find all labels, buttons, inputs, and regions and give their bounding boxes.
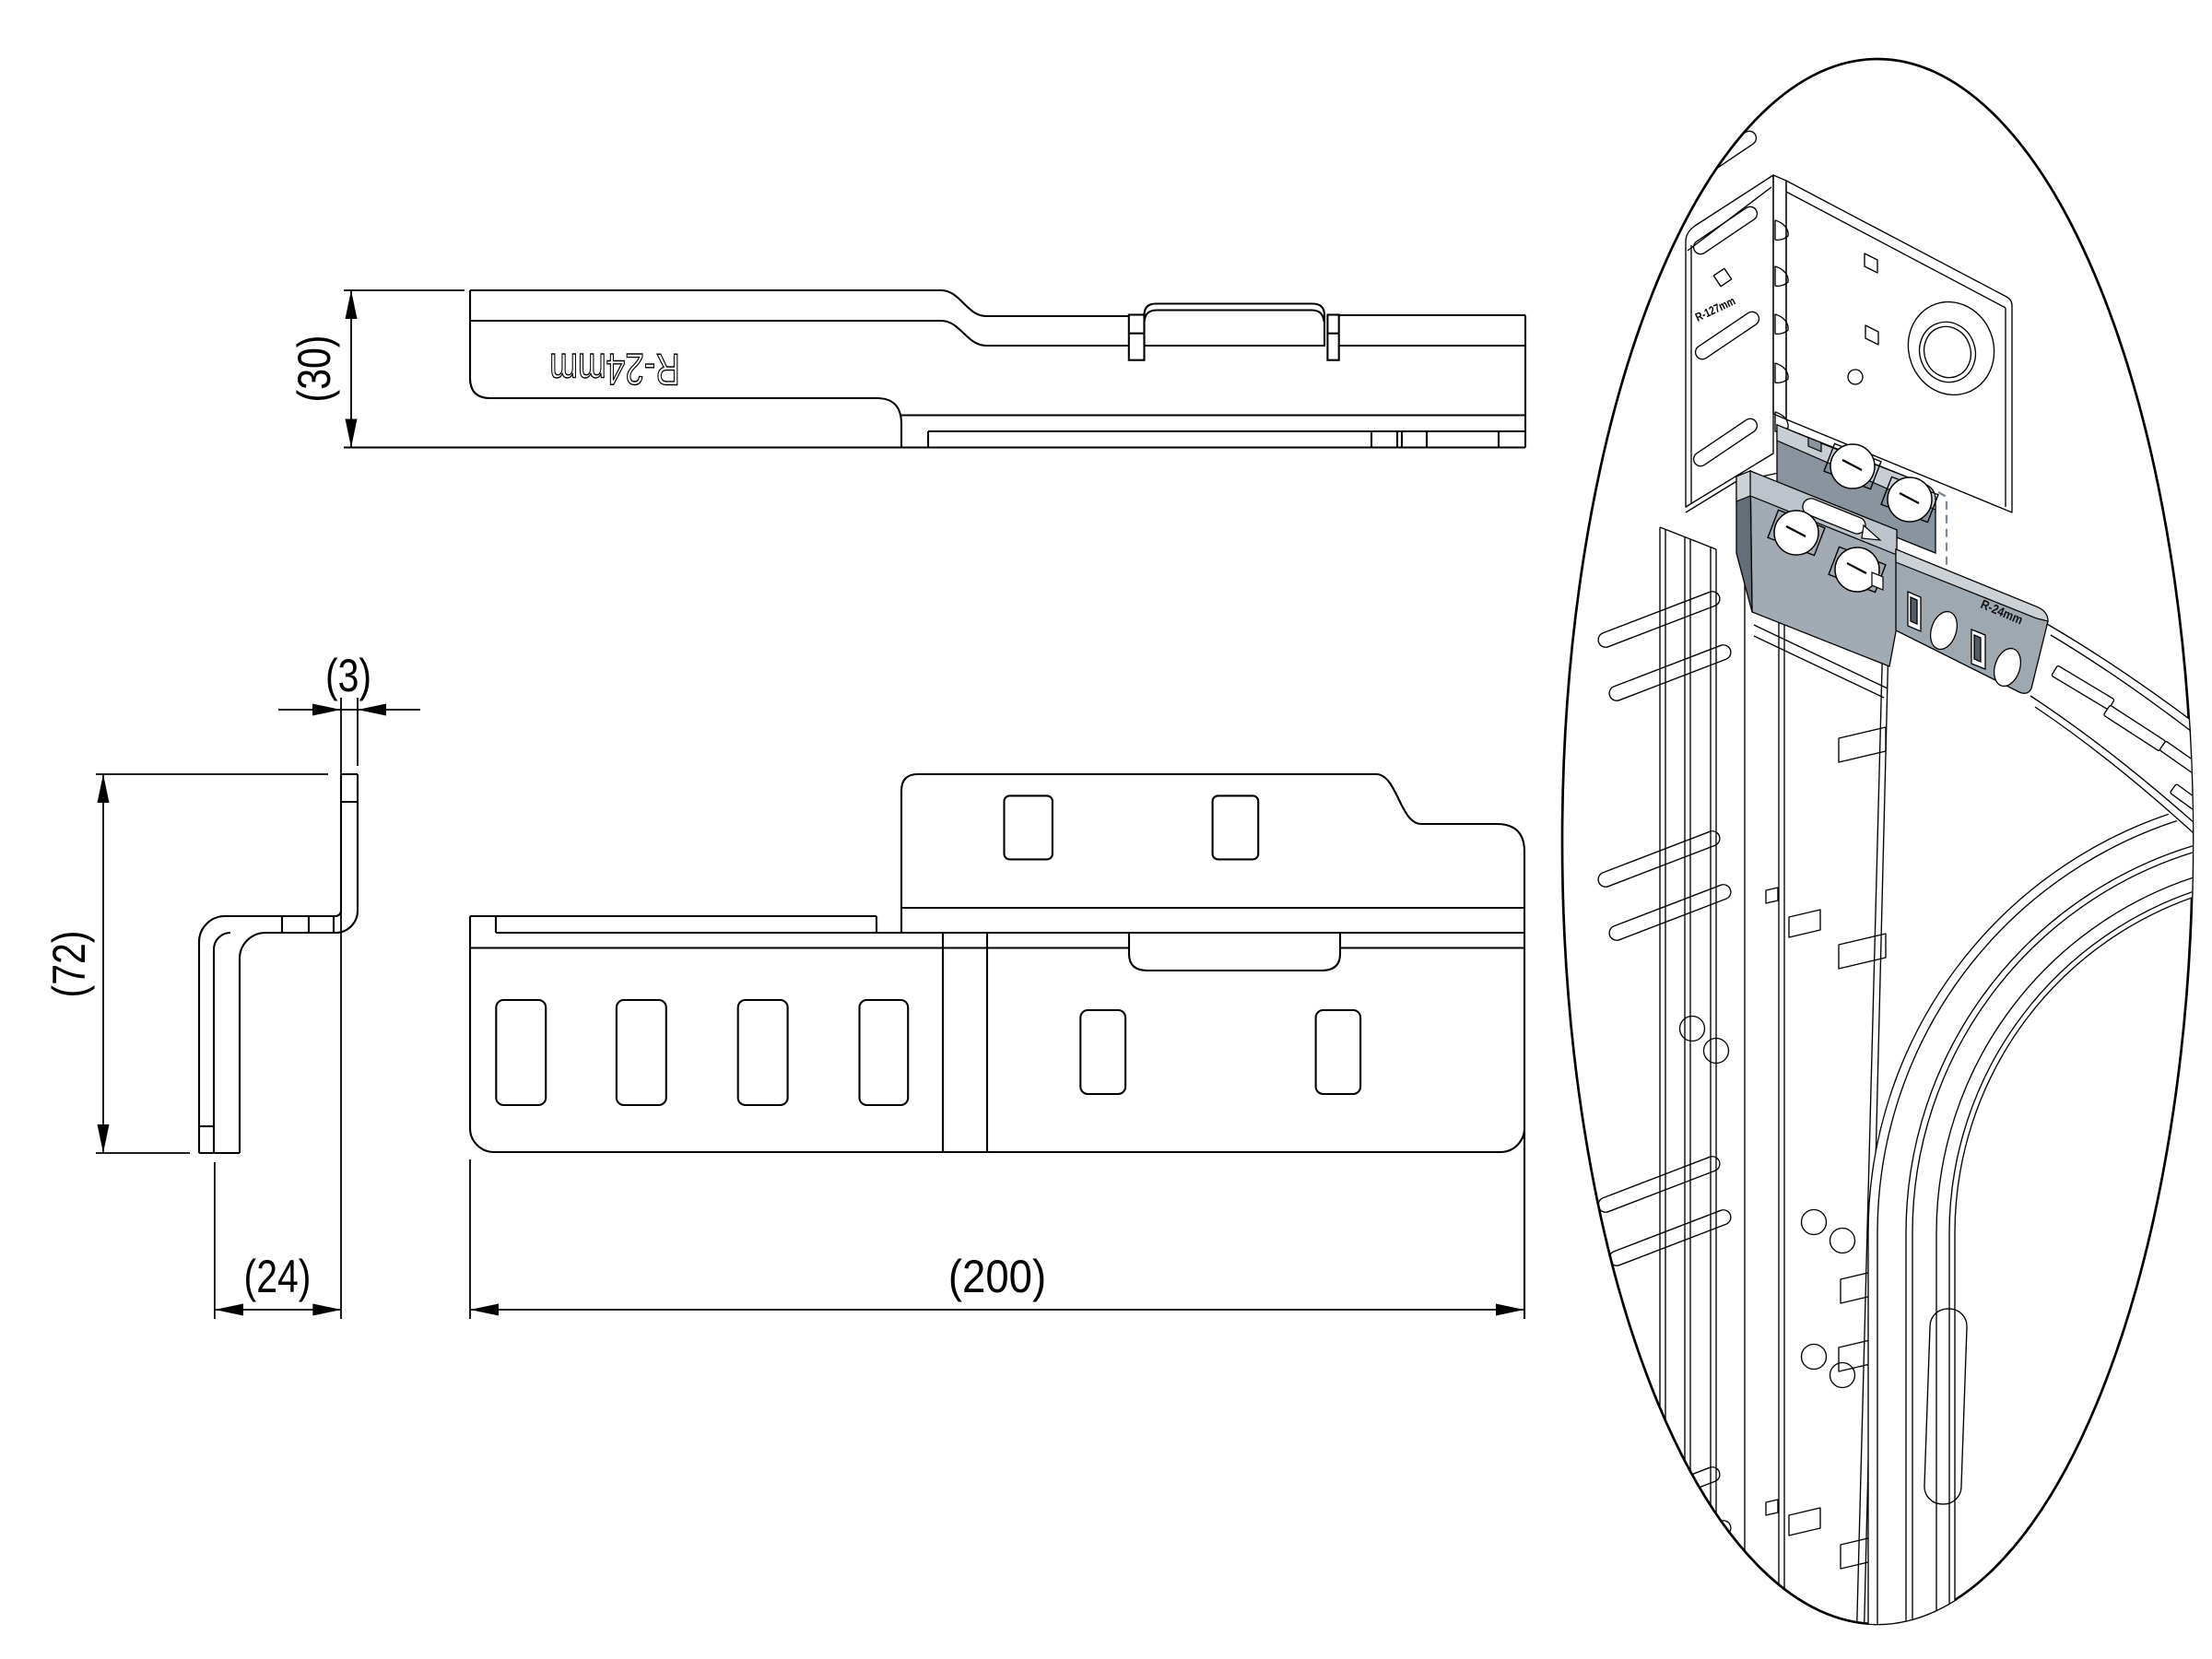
svg-text:(3): (3) — [325, 650, 371, 701]
svg-text:(72): (72) — [43, 931, 95, 998]
svg-text:R-24mm: R-24mm — [549, 344, 680, 394]
svg-text:(24): (24) — [244, 1251, 312, 1302]
svg-text:(30): (30) — [288, 335, 340, 403]
svg-text:(200): (200) — [948, 1252, 1046, 1302]
